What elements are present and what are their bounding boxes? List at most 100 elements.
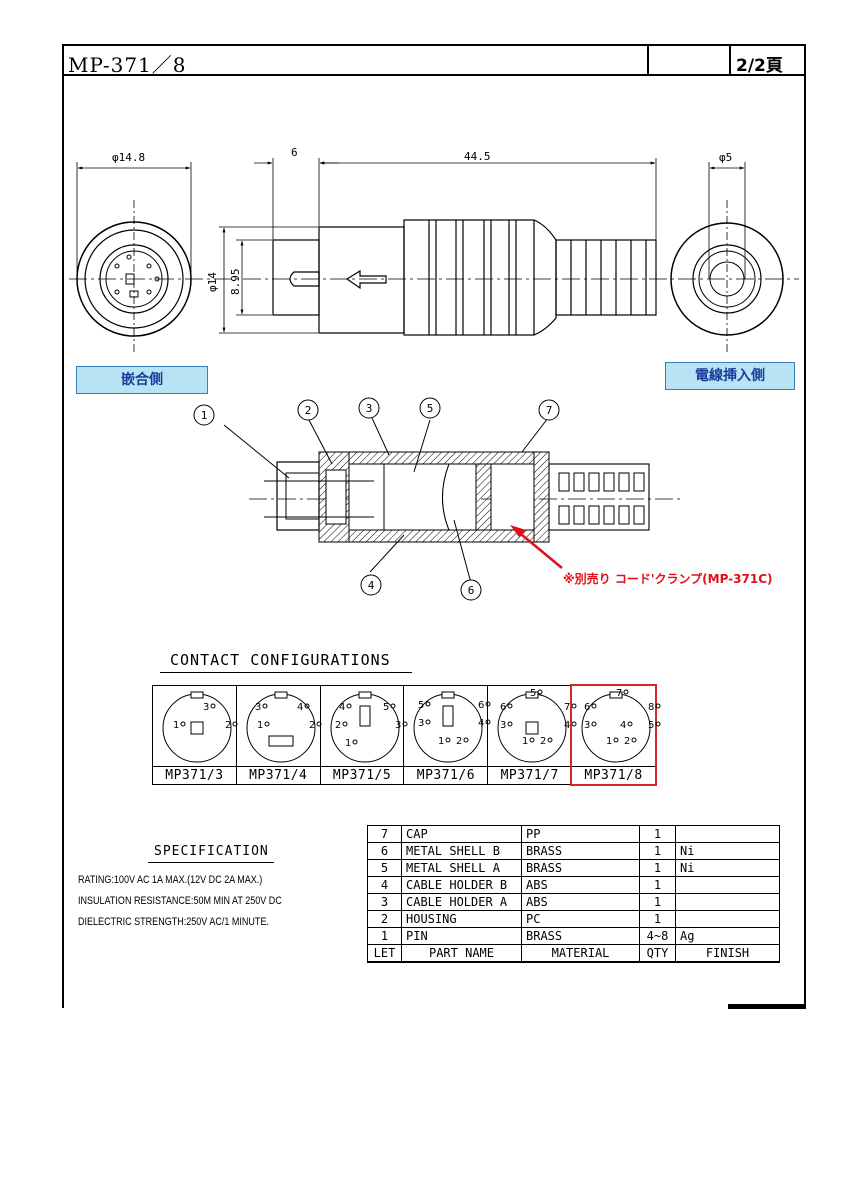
pin-contact: [425, 701, 431, 707]
pin-number: 1: [173, 720, 179, 731]
pin-contact: [390, 703, 396, 709]
pin-contact: [627, 721, 633, 727]
polarizing-key: [268, 735, 294, 747]
cell-finish: Ag: [675, 927, 780, 945]
pin-contact: [262, 703, 268, 709]
pin-number: 2: [540, 736, 546, 747]
cell-material: BRASS: [521, 927, 640, 945]
pin-number: 8: [648, 702, 654, 713]
polarizing-key: [525, 721, 539, 735]
pin-number: 3: [395, 720, 401, 731]
polarizing-key: [190, 721, 204, 735]
cell-finish: Ni: [675, 859, 780, 877]
pin-contact: [613, 737, 619, 743]
rear-view-cable: [670, 162, 784, 355]
pin-number: 3: [584, 720, 590, 731]
cell-let: 2: [367, 910, 402, 928]
pin-number: 3: [418, 718, 424, 729]
pin-contact: [352, 739, 358, 745]
pin-number: 1: [257, 720, 263, 731]
config-label: MP371/3: [165, 768, 224, 783]
config-label: MP371/4: [249, 768, 308, 783]
pin-contact: [485, 701, 491, 707]
cell-let: 3: [367, 893, 402, 911]
cell-material: PC: [521, 910, 640, 928]
pin-contact: [591, 703, 597, 709]
drawing-title: MP-371／8: [68, 53, 187, 77]
pin-number: 4: [620, 720, 626, 731]
cell-qty: 1: [639, 893, 676, 911]
spec-rating: RATING:100V AC 1A MAX.(12V DC 2A MAX.): [78, 874, 263, 886]
pin-contact: [485, 719, 491, 725]
cell-part: CABLE HOLDER A: [401, 893, 522, 911]
pin-number: 5: [383, 702, 389, 713]
pin-contact: [445, 737, 451, 743]
dim-6: 6: [291, 146, 298, 159]
callout-4: 4: [368, 579, 375, 592]
title-underline: [160, 672, 412, 673]
cell-part: PIN: [401, 927, 522, 945]
cell-qty: 1: [639, 910, 676, 928]
pin-number: 4: [564, 720, 570, 731]
pin-number: 7: [564, 702, 570, 713]
specification-title: SPECIFICATION: [154, 844, 269, 859]
pin-number: 5: [648, 720, 654, 731]
cell-qty: 4~8: [639, 927, 676, 945]
cell-material: PP: [521, 825, 640, 843]
pin-number: 4: [297, 702, 303, 713]
dim-v-diameter: φ14: [206, 272, 219, 292]
title-block: MP-371／8 2/2頁: [62, 44, 806, 77]
callout-5: 5: [427, 402, 434, 415]
connector-face-outline: [581, 693, 651, 763]
pin-number: 5: [418, 700, 424, 711]
cell-let: 5: [367, 859, 402, 877]
title-underline: [148, 862, 274, 863]
pin-number: 1: [522, 736, 528, 747]
contact-config-title: CONTACT CONFIGURATIONS: [170, 651, 391, 669]
key-notch: [525, 691, 539, 699]
pin-number: 2: [624, 736, 630, 747]
cell-qty: 1: [639, 825, 676, 843]
frame-border: [62, 76, 64, 1008]
cell-part: CABLE HOLDER B: [401, 876, 522, 894]
pin-contact: [571, 703, 577, 709]
cell-finish: [675, 876, 780, 894]
cell-part: METAL SHELL A: [401, 859, 522, 877]
pin-contact: [655, 721, 661, 727]
section-view: 1 2 3 5 7 4 6: [193, 397, 684, 601]
cell-finish: [675, 893, 780, 911]
table-header-row: LET PART NAME MATERIAL QTY FINISH: [367, 944, 780, 963]
pin-contact: [210, 703, 216, 709]
cell-let: 4: [367, 876, 402, 894]
pin-contact: [304, 703, 310, 709]
dim-rear-diameter: φ5: [719, 151, 732, 164]
dim-front-diameter: φ14.8: [112, 151, 145, 164]
pin-contact: [342, 721, 348, 727]
config-label: MP371/5: [332, 768, 392, 783]
config-label: MP371/7: [500, 768, 559, 783]
cell-material: BRASS: [521, 859, 640, 877]
pin-number: 2: [309, 720, 315, 731]
key-notch: [441, 691, 455, 699]
pin-contact: [623, 689, 629, 695]
pin-number: 1: [345, 738, 351, 749]
pin-number: 3: [255, 702, 261, 713]
callout-6: 6: [468, 584, 475, 597]
cell-qty: 1: [639, 876, 676, 894]
cell-let: 7: [367, 825, 402, 843]
cell-let: 6: [367, 842, 402, 860]
callout-7: 7: [546, 404, 553, 417]
pin-contact: [507, 721, 513, 727]
header-part: PART NAME: [401, 944, 522, 963]
side-view: [272, 219, 657, 336]
header-qty: QTY: [639, 944, 676, 963]
